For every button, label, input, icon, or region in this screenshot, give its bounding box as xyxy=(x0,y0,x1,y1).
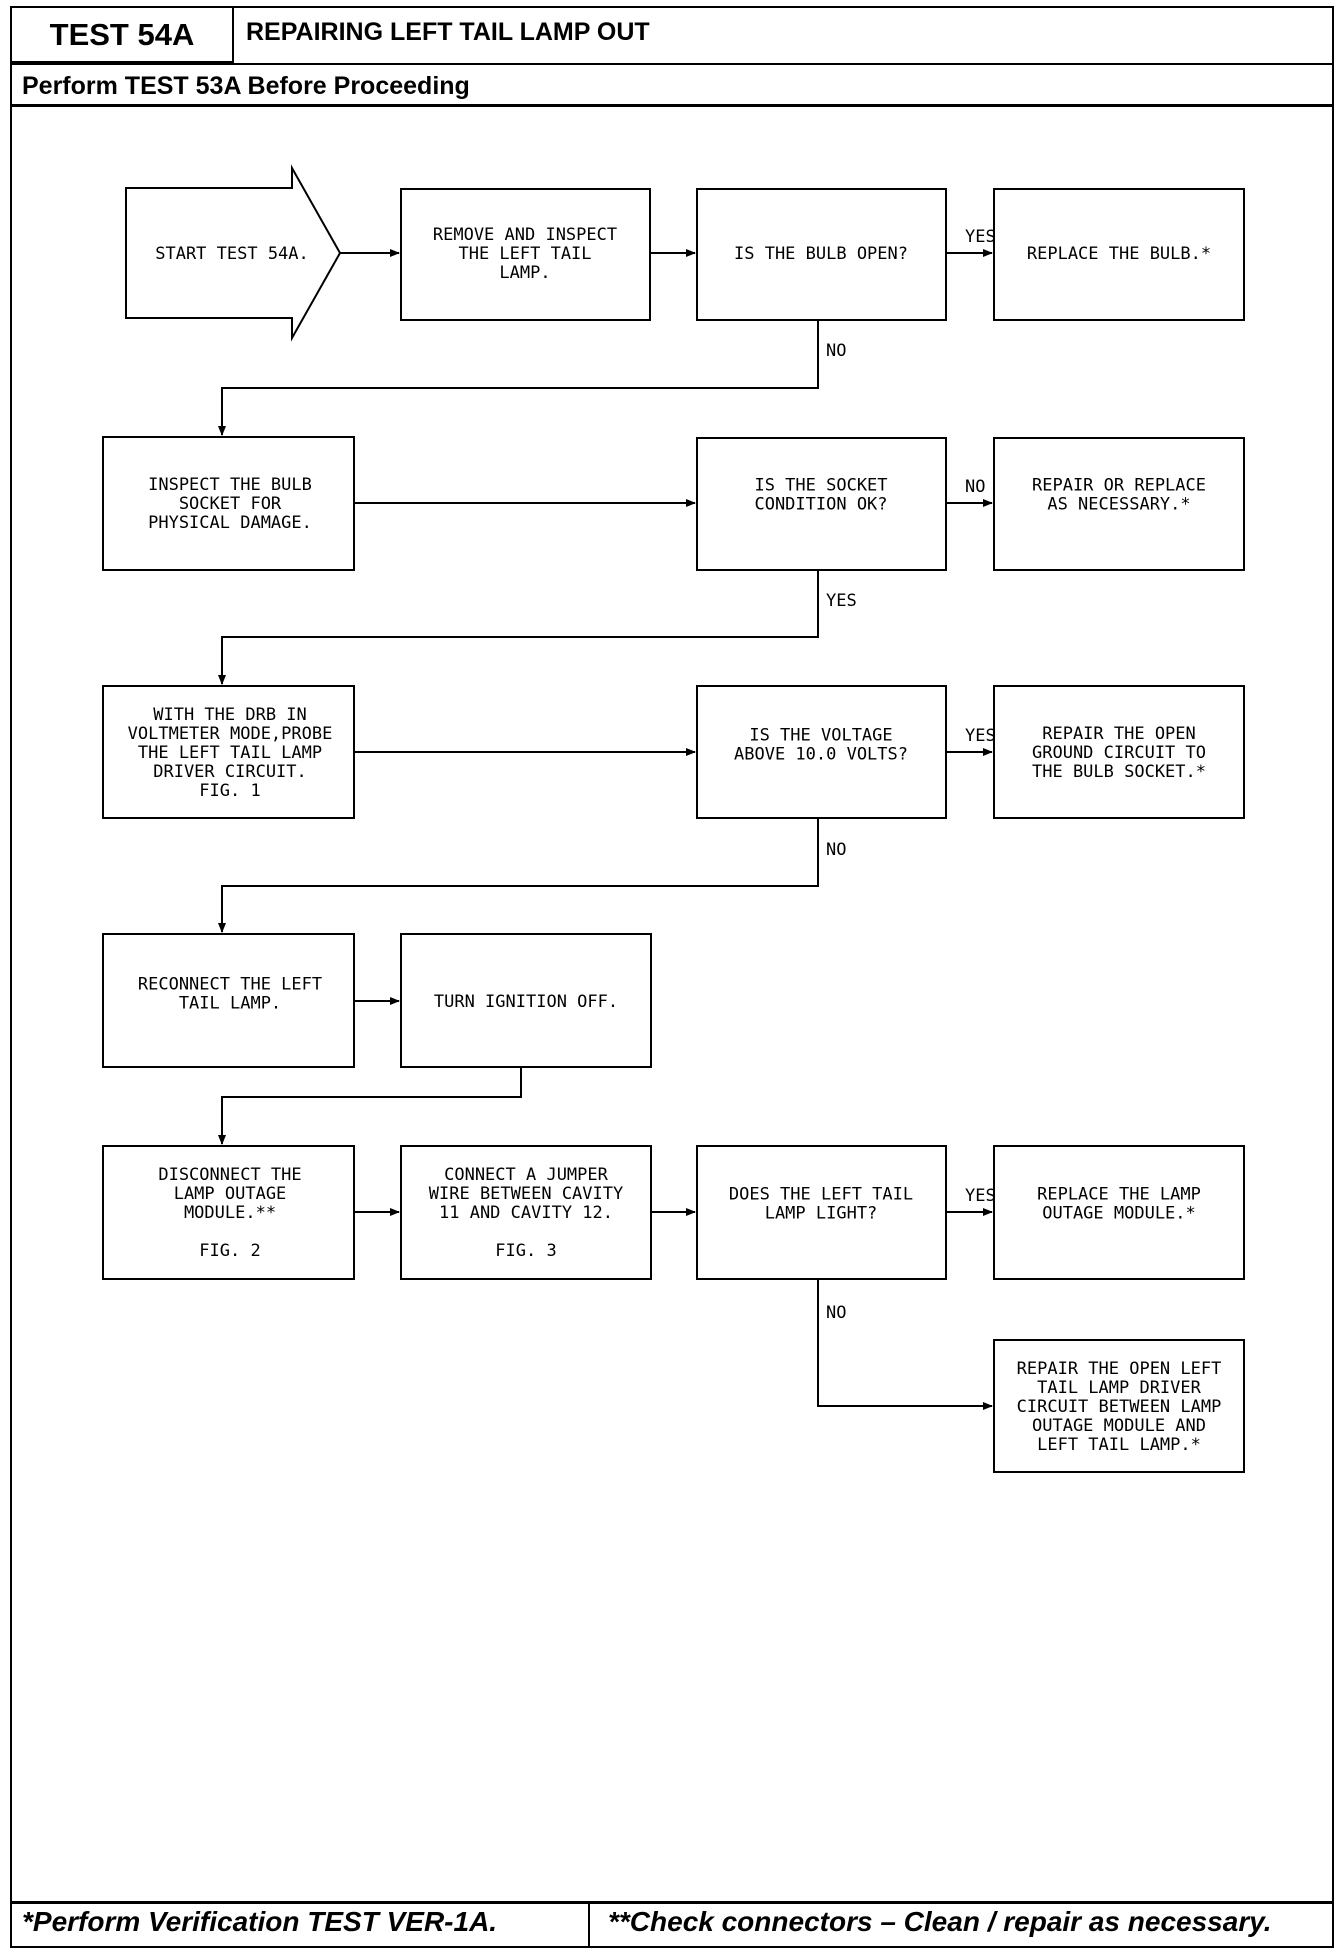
footer-separator xyxy=(588,1901,590,1946)
node-line: IS THE VOLTAGE xyxy=(749,726,892,746)
node-line: AS NECESSARY.* xyxy=(1047,495,1190,515)
precondition-note: Perform TEST 53A Before Proceeding xyxy=(22,72,470,100)
node-line: REMOVE AND INSPECT xyxy=(433,225,617,245)
edge-lamp-no xyxy=(817,1279,993,1410)
node-line: LAMP. xyxy=(499,263,550,283)
node-line: CONNECT A JUMPER xyxy=(444,1165,609,1185)
node-line: FIG. 3 xyxy=(495,1241,556,1261)
edge-bulb-no xyxy=(218,320,819,436)
node-line: DRIVER CIRCUIT. xyxy=(153,762,307,782)
edge-label-bulb-yes: YES xyxy=(965,227,996,247)
node-line: IS THE SOCKET xyxy=(754,476,887,496)
node-line: RECONNECT THE LEFT xyxy=(138,975,322,995)
node-line: OUTAGE MODULE AND xyxy=(1032,1416,1206,1436)
edge-label-lamp-yes: YES xyxy=(965,1186,996,1206)
node-line: PHYSICAL DAMAGE. xyxy=(148,513,312,533)
node-line: THE BULB SOCKET.* xyxy=(1032,762,1206,782)
node-line: CIRCUIT BETWEEN LAMP xyxy=(1017,1397,1222,1417)
node-line: IS THE BULB OPEN? xyxy=(734,244,908,264)
edge-label-bulb-no: NO xyxy=(826,341,846,361)
header-divider xyxy=(12,63,1332,65)
node-line: THE LEFT TAIL LAMP xyxy=(138,743,322,763)
node-line: FIG. 1 xyxy=(199,781,260,801)
node-line: INSPECT THE BULB xyxy=(148,475,312,495)
node-line: LEFT TAIL LAMP.* xyxy=(1037,1435,1201,1455)
node-line: VOLTMETER MODE,PROBE xyxy=(128,724,333,744)
node-line: TAIL LAMP DRIVER xyxy=(1037,1378,1202,1398)
remove-inspect-box xyxy=(400,188,651,321)
footer-divider xyxy=(12,1901,1332,1904)
node-line: START TEST 54A. xyxy=(155,244,309,264)
test-id-label: TEST 54A xyxy=(12,8,234,63)
node-line: LAMP LIGHT? xyxy=(765,1204,878,1224)
node-line: OUTAGE MODULE.* xyxy=(1042,1204,1196,1224)
repair-replace-box xyxy=(993,437,1245,571)
replace-bulb-box xyxy=(993,188,1245,321)
node-line: SOCKET FOR xyxy=(179,494,282,514)
edge-label-socket-yes: YES xyxy=(826,591,857,611)
bulb-open-box xyxy=(696,188,947,321)
repair-driver-box xyxy=(993,1339,1245,1473)
edge-label-socket-no: NO xyxy=(965,477,985,497)
edge-label-voltage-no: NO xyxy=(826,840,846,860)
node-line: MODULE.** xyxy=(184,1203,276,1223)
header-divider-bottom xyxy=(12,104,1332,107)
node-line: REPAIR THE OPEN LEFT xyxy=(1017,1359,1222,1379)
footer-verification-note: *Perform Verification TEST VER-1A. xyxy=(22,1906,498,1937)
node-text-ignition-off: TURN IGNITION OFF. xyxy=(434,992,618,1012)
repair-ground-box xyxy=(993,685,1245,819)
node-line: FIG. 2 xyxy=(199,1241,260,1261)
node-line: DISCONNECT THE xyxy=(158,1165,301,1185)
node-line: LAMP OUTAGE xyxy=(174,1184,287,1204)
start-node-shape xyxy=(125,164,342,342)
ignition-off-box xyxy=(400,933,652,1068)
edge-voltage-no xyxy=(218,818,819,933)
node-line: REPAIR THE OPEN xyxy=(1042,724,1196,744)
node-text-bulb-open: IS THE BULB OPEN? xyxy=(734,244,908,264)
edge-label-voltage-yes: YES xyxy=(965,726,996,746)
edge-label-lamp-no: NO xyxy=(826,1303,846,1323)
node-line: WITH THE DRB IN xyxy=(153,705,307,725)
node-line: WIRE BETWEEN CAVITY xyxy=(429,1184,623,1204)
node-line: REPAIR OR REPLACE xyxy=(1032,476,1206,496)
edge-socket-yes xyxy=(218,570,819,685)
page-frame: TEST 54A REPAIRING LEFT TAIL LAMP OUT Pe… xyxy=(10,6,1334,1948)
node-line: TAIL LAMP. xyxy=(179,994,281,1014)
node-line: THE LEFT TAIL xyxy=(458,244,591,264)
node-line: DOES THE LEFT TAIL xyxy=(729,1185,913,1205)
node-line: 11 AND CAVITY 12. xyxy=(439,1203,613,1223)
edge-ignition-to-disconnect xyxy=(218,1067,522,1145)
node-text-replace-bulb: REPLACE THE BULB.* xyxy=(1027,244,1211,264)
test-title: REPAIRING LEFT TAIL LAMP OUT xyxy=(246,18,650,46)
replace-module-box xyxy=(993,1145,1245,1280)
node-line: REPLACE THE LAMP xyxy=(1037,1185,1201,1205)
node-line: REPLACE THE BULB.* xyxy=(1027,244,1211,264)
node-line: CONDITION OK? xyxy=(754,495,887,515)
node-text-start: START TEST 54A. xyxy=(155,244,309,264)
node-line: ABOVE 10.0 VOLTS? xyxy=(734,745,908,765)
footer-connector-note: **Check connectors – Clean / repair as n… xyxy=(608,1906,1272,1937)
node-line: TURN IGNITION OFF. xyxy=(434,992,618,1012)
node-line: GROUND CIRCUIT TO xyxy=(1032,743,1206,763)
